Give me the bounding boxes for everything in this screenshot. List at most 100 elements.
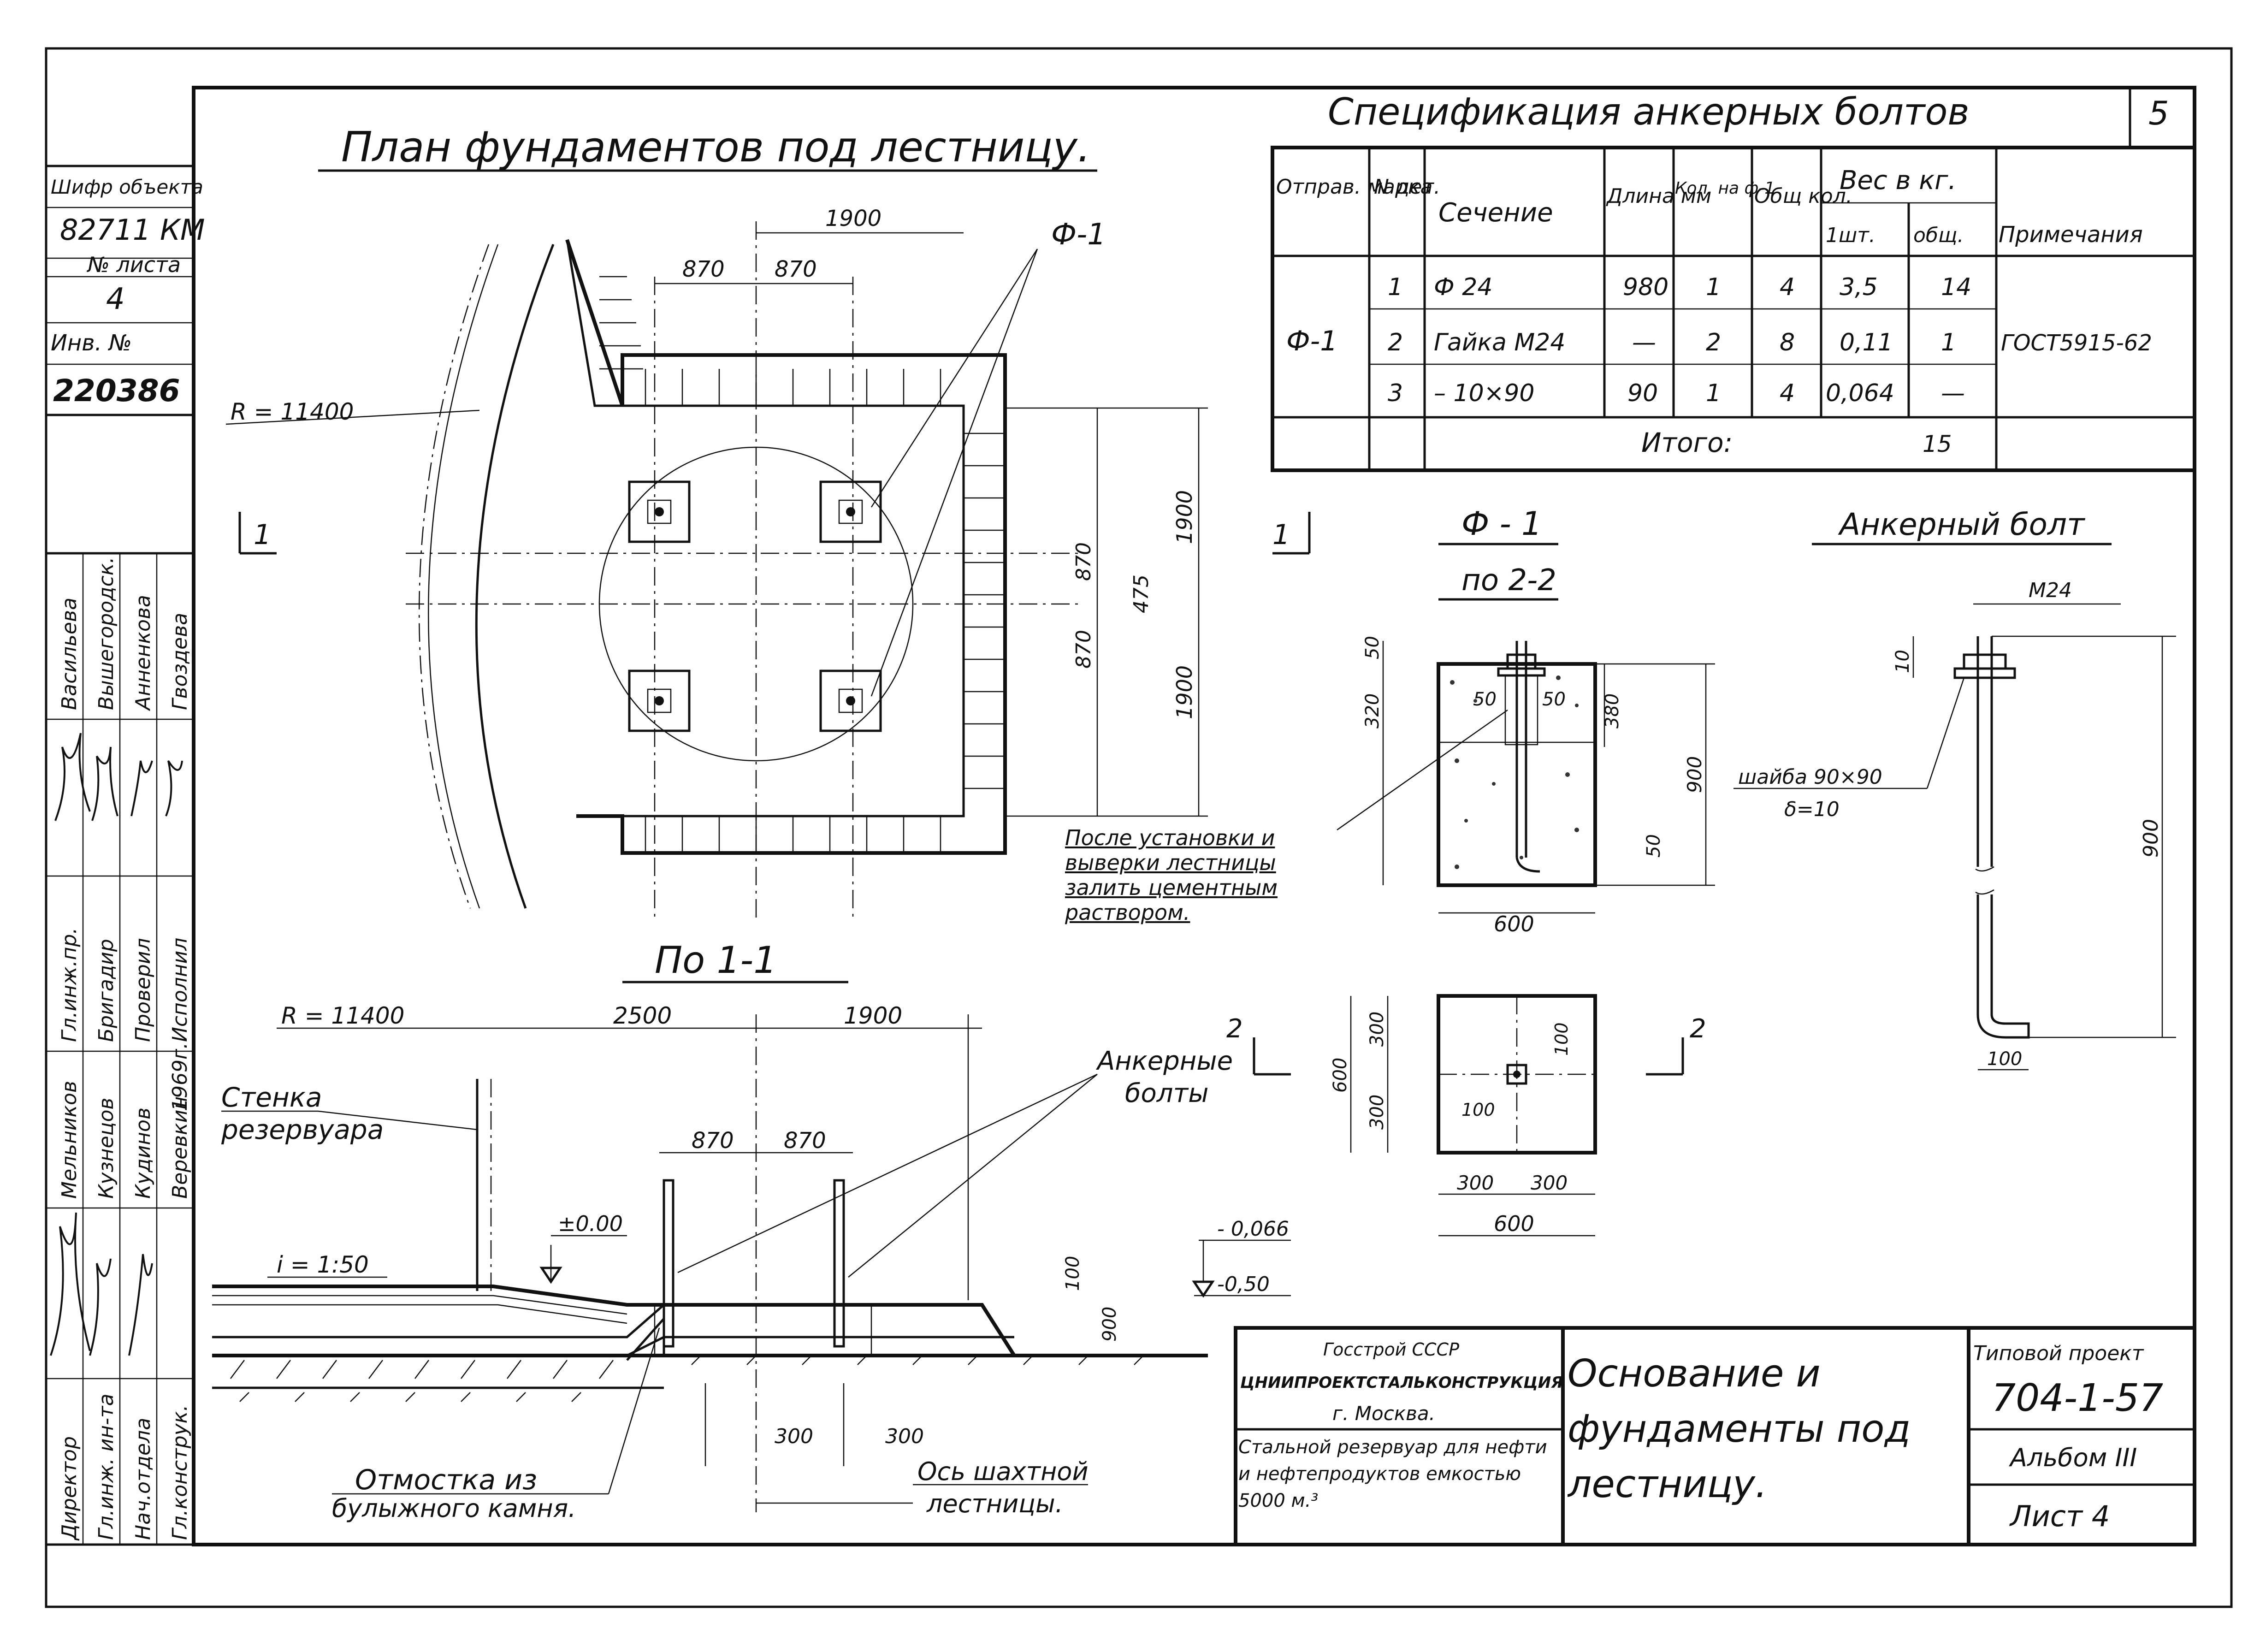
hdr-length: Длина мм (1606, 184, 1711, 208)
name-top-4: Гвоздева (168, 613, 192, 710)
detail-d50d: 50 (1643, 834, 1664, 858)
inv-label: Инв. № (51, 330, 132, 356)
tb-title-box: Основание и фундаменты под лестницу. (1568, 1352, 1911, 1506)
sec-d2500: 2500 (613, 1002, 672, 1029)
tb-proj-value: 704-1-57 (1992, 1376, 2163, 1420)
title-block: Госстрой СССР ЦНИИПРОЕКТСТАЛЬКОНСТРУКЦИЯ… (1234, 1326, 2196, 1546)
spec-page-number: 5 (2148, 95, 2169, 132)
plan-title: План фундаментов под лестницу. (341, 123, 1091, 172)
hdr-qty-f1: Кол. на ф-1 (1675, 179, 1775, 198)
svg-text:90: 90 (1627, 379, 1658, 407)
plan-dim-870-a: 870 (682, 256, 725, 282)
plan-d300c: 300 (1457, 1172, 1494, 1194)
anchor-title: Анкерный болт (1838, 507, 2086, 542)
detail-note: После установки и выверки лестницы залит… (1065, 825, 1278, 925)
sec-d300a: 300 (775, 1425, 813, 1448)
sec-d870b: 870 (784, 1128, 826, 1154)
detail-d380: 380 (1602, 693, 1623, 728)
name-bottom-1: Мельников (58, 1081, 81, 1199)
anchor-label-1: Анкерные (1096, 1046, 1233, 1076)
anchor-nut (1963, 653, 2007, 670)
anchor-d900: 900 (2139, 819, 2163, 858)
anchor-washer-label: шайба 90×90 (1738, 765, 1882, 789)
sec-radius: R = 11400 (281, 1002, 404, 1029)
detail-d50c: 50 (1542, 689, 1566, 710)
svg-text:8: 8 (1780, 329, 1795, 356)
plan-dim-1900-v1: 1900 (1172, 490, 1197, 544)
anchor-label-2: болты (1125, 1078, 1208, 1108)
role2-4: Исполнил (168, 938, 192, 1042)
hdr-det: N дет. (1374, 175, 1440, 199)
name-top-3: Анненкова (131, 595, 155, 711)
role-3: Нач.отдела (131, 1418, 155, 1540)
detail-d50a: 50 (1362, 636, 1383, 659)
anchor-washer (1953, 667, 2016, 679)
plan-dim-870-v1: 870 (1072, 542, 1095, 581)
detail-d320: 320 (1362, 693, 1383, 728)
tb-sheet: Лист 4 (2009, 1499, 2110, 1533)
plan-d300b: 300 (1367, 1095, 1388, 1130)
svg-text:1: 1 (1941, 329, 1956, 356)
tb-title: Основание и фундаменты под лестницу. (1568, 1352, 1911, 1506)
plan-d600v: 600 (1330, 1058, 1351, 1093)
axis-label-1: Ось шахтной (917, 1457, 1089, 1486)
tb-proj-label: Типовой проект (1973, 1342, 2144, 1365)
signatures (50, 733, 183, 1356)
spec-total-label: Итого: (1641, 427, 1733, 458)
tb-org1: Госстрой СССР (1323, 1339, 1459, 1360)
anchor-thread: М24 (2029, 579, 2072, 602)
level-050: -0,50 (1217, 1273, 1270, 1296)
wall-label-2: резервуара (221, 1114, 384, 1145)
detail-f1-title: Ф - 1 (1461, 505, 1542, 543)
hdr-notes: Примечания (1999, 222, 2143, 248)
role-4: Гл.конструк. (168, 1405, 192, 1540)
detail-f1-subtitle: по 2-2 (1461, 563, 1556, 598)
tb-album: Альбом III (2009, 1443, 2137, 1472)
slope-label: i = 1:50 (277, 1251, 369, 1278)
svg-text:2: 2 (1706, 329, 1721, 356)
plan-dim-870-b: 870 (775, 256, 817, 282)
plan-dim-1900-top: 1900 (825, 206, 882, 231)
svg-text:3,5: 3,5 (1840, 273, 1878, 301)
svg-text:14: 14 (1941, 273, 1971, 301)
plan-callout-f1: Ф-1 (1051, 218, 1106, 252)
spec-row-2: 2 Гайка М24 — 2 8 0,11 1 ГОСТ5915-62 (1388, 329, 2152, 356)
plan-view: План фундаментов под лестницу. R = 11400 (225, 123, 1311, 922)
sec-d900: 900 (1099, 1307, 1120, 1342)
plan-dim-870-v2: 870 (1072, 630, 1095, 669)
svg-text:1: 1 (1706, 273, 1721, 301)
plan-d300d: 300 (1531, 1172, 1568, 1194)
svg-text:3: 3 (1388, 379, 1403, 407)
spec-row-1: 1 Ф 24 980 1 4 3,5 14 (1388, 273, 1971, 301)
svg-text:—: — (1941, 379, 1965, 407)
section-title: По 1-1 (655, 939, 777, 982)
name-bottom-2: Кузнецов (95, 1098, 118, 1199)
role-1: Директор (58, 1436, 81, 1541)
detail-f1: Ф - 1 по 2-2 50 320 50 50 380 900 50 600 (1065, 505, 1715, 1237)
role-2: Гл.инж. ин-та (95, 1394, 118, 1540)
hdr-w-total: общ. (1913, 224, 1964, 247)
role2-1: Гл.инж.пр. (58, 928, 81, 1042)
plan-d100a: 100 (1551, 1022, 1572, 1056)
sec-d300b: 300 (885, 1425, 924, 1448)
spec-row-3: 3 – 10×90 90 1 4 0,064 — (1388, 379, 1965, 407)
anchor-washer-thk: δ=10 (1784, 798, 1840, 821)
sheet-value: 4 (106, 282, 125, 316)
spec-mark-value: Ф-1 (1286, 325, 1337, 357)
section-2-left: 2 (1226, 1014, 1243, 1044)
svg-text:0,064: 0,064 (1826, 379, 1894, 407)
plan-d300a: 300 (1367, 1012, 1388, 1047)
anchor-d100: 100 (1987, 1048, 2022, 1070)
svg-text:4: 4 (1780, 379, 1795, 407)
section-2-right: 2 (1690, 1014, 1706, 1044)
svg-text:ГОСТ5915-62: ГОСТ5915-62 (2001, 330, 2152, 356)
wall-label-1: Стенка (221, 1082, 322, 1113)
anchor-boxes (628, 480, 882, 732)
svg-text:1: 1 (1388, 273, 1403, 301)
hdr-weight: Вес в кг. (1840, 166, 1956, 195)
svg-text:– 10×90: – 10×90 (1434, 379, 1534, 407)
svg-text:2: 2 (1388, 329, 1403, 356)
detail-d600: 600 (1494, 912, 1534, 936)
